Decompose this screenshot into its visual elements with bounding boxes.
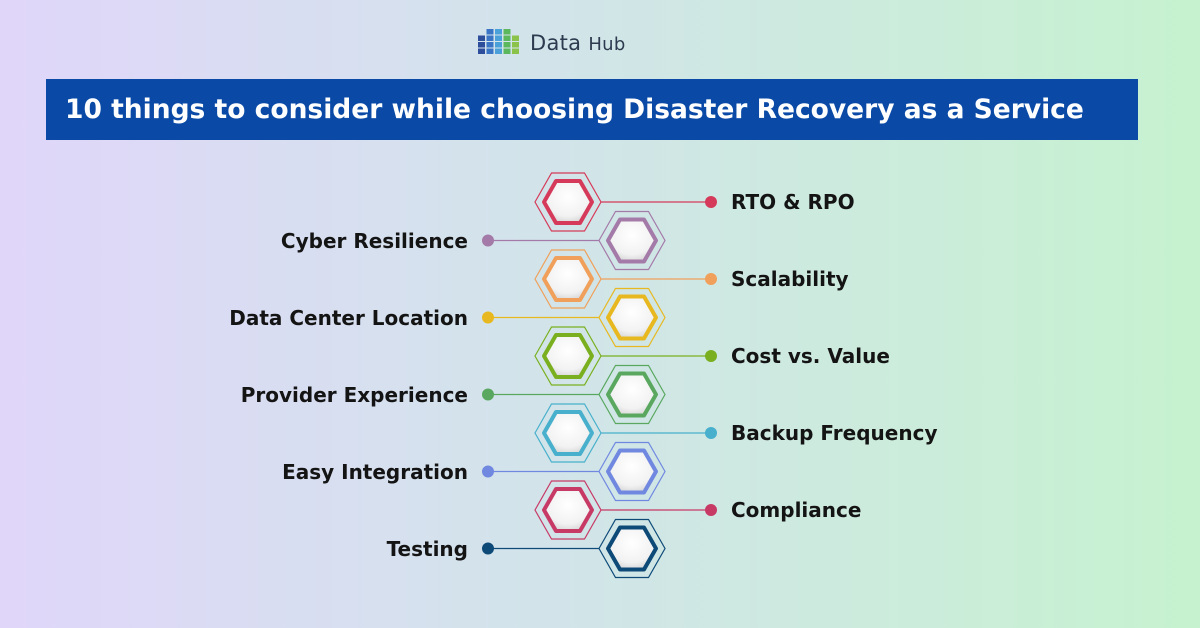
hexagon-outline [534,403,602,463]
hexagon-outline [534,326,602,386]
item-label: RTO & RPO [731,190,855,214]
item-label: Data Center Location [229,305,468,330]
connector-dot [482,542,494,555]
item-label: Backup Frequency [731,421,938,445]
hexagon-item [482,364,666,425]
hexagon-core [542,410,594,456]
logo-square [512,48,519,54]
hexagon-item [534,172,717,232]
connector-dot [705,504,717,516]
hexagon-core [542,179,594,225]
hexagon-core [606,371,658,418]
logo-square [495,35,502,41]
hexagon-core [606,448,658,495]
hexagon-core [542,487,594,533]
hexagon-core [606,525,658,572]
connector-dot [482,465,494,478]
connector-dot [705,427,717,439]
hexagon-item [482,441,666,502]
connector-dot [482,234,494,247]
item-label: Scalability [731,267,849,291]
item-label: Cost vs. Value [731,344,890,368]
logo-square [503,35,511,41]
hexagon-outline [598,518,666,579]
connector-dot [705,196,717,208]
hexagon-item [534,403,717,463]
logo-square [503,48,511,54]
title-banner: 10 things to consider while choosing Dis… [46,79,1138,140]
hexagon-outline [598,210,666,271]
connector-dot [482,388,494,401]
data-hub-logo-icon [478,29,519,54]
item-label: Testing [386,536,468,561]
banner-title: 10 things to consider while choosing Dis… [65,94,1084,125]
hexagon-core [542,256,594,302]
logo-text: Data Hub [530,31,626,55]
logo-square [486,48,494,54]
connector-dot [482,311,494,324]
logo-square [495,42,502,48]
hexagon-outline [598,287,666,348]
logo-square [478,48,485,54]
logo-square [503,42,511,48]
logo-square [486,29,494,35]
hexagon-item [534,326,717,386]
hexagon-outline [598,441,666,502]
hexagon-outline [534,172,602,232]
logo: Data Hub [478,26,626,60]
item-label: Compliance [731,498,862,522]
hexagon-outline [598,364,666,425]
logo-square [503,29,511,35]
item-label: Cyber Resilience [280,228,468,253]
logo-square [495,29,502,35]
logo-square [478,35,485,41]
logo-square [486,42,494,48]
logo-square [512,42,519,48]
hexagon-core [606,294,658,341]
logo-name: Data [530,31,582,55]
hexagon-item [482,287,666,348]
hexagon-outline [534,249,602,309]
logo-square [478,42,485,48]
hexagon-item [482,518,666,579]
logo-square [486,35,494,41]
hexagon-outline [534,480,602,540]
item-label: Provider Experience [240,382,468,407]
hexagon-core [606,217,658,264]
hexagon-core [542,333,594,379]
item-label: Easy Integration [282,459,468,484]
connector-dot [705,273,717,285]
hexagon-item [482,210,666,271]
connector-dot [705,350,717,362]
logo-square [495,48,502,54]
hexagon-item [534,249,717,309]
logo-suffix: Hub [588,34,626,55]
hexagon-item [534,480,717,540]
logo-square [512,35,519,41]
